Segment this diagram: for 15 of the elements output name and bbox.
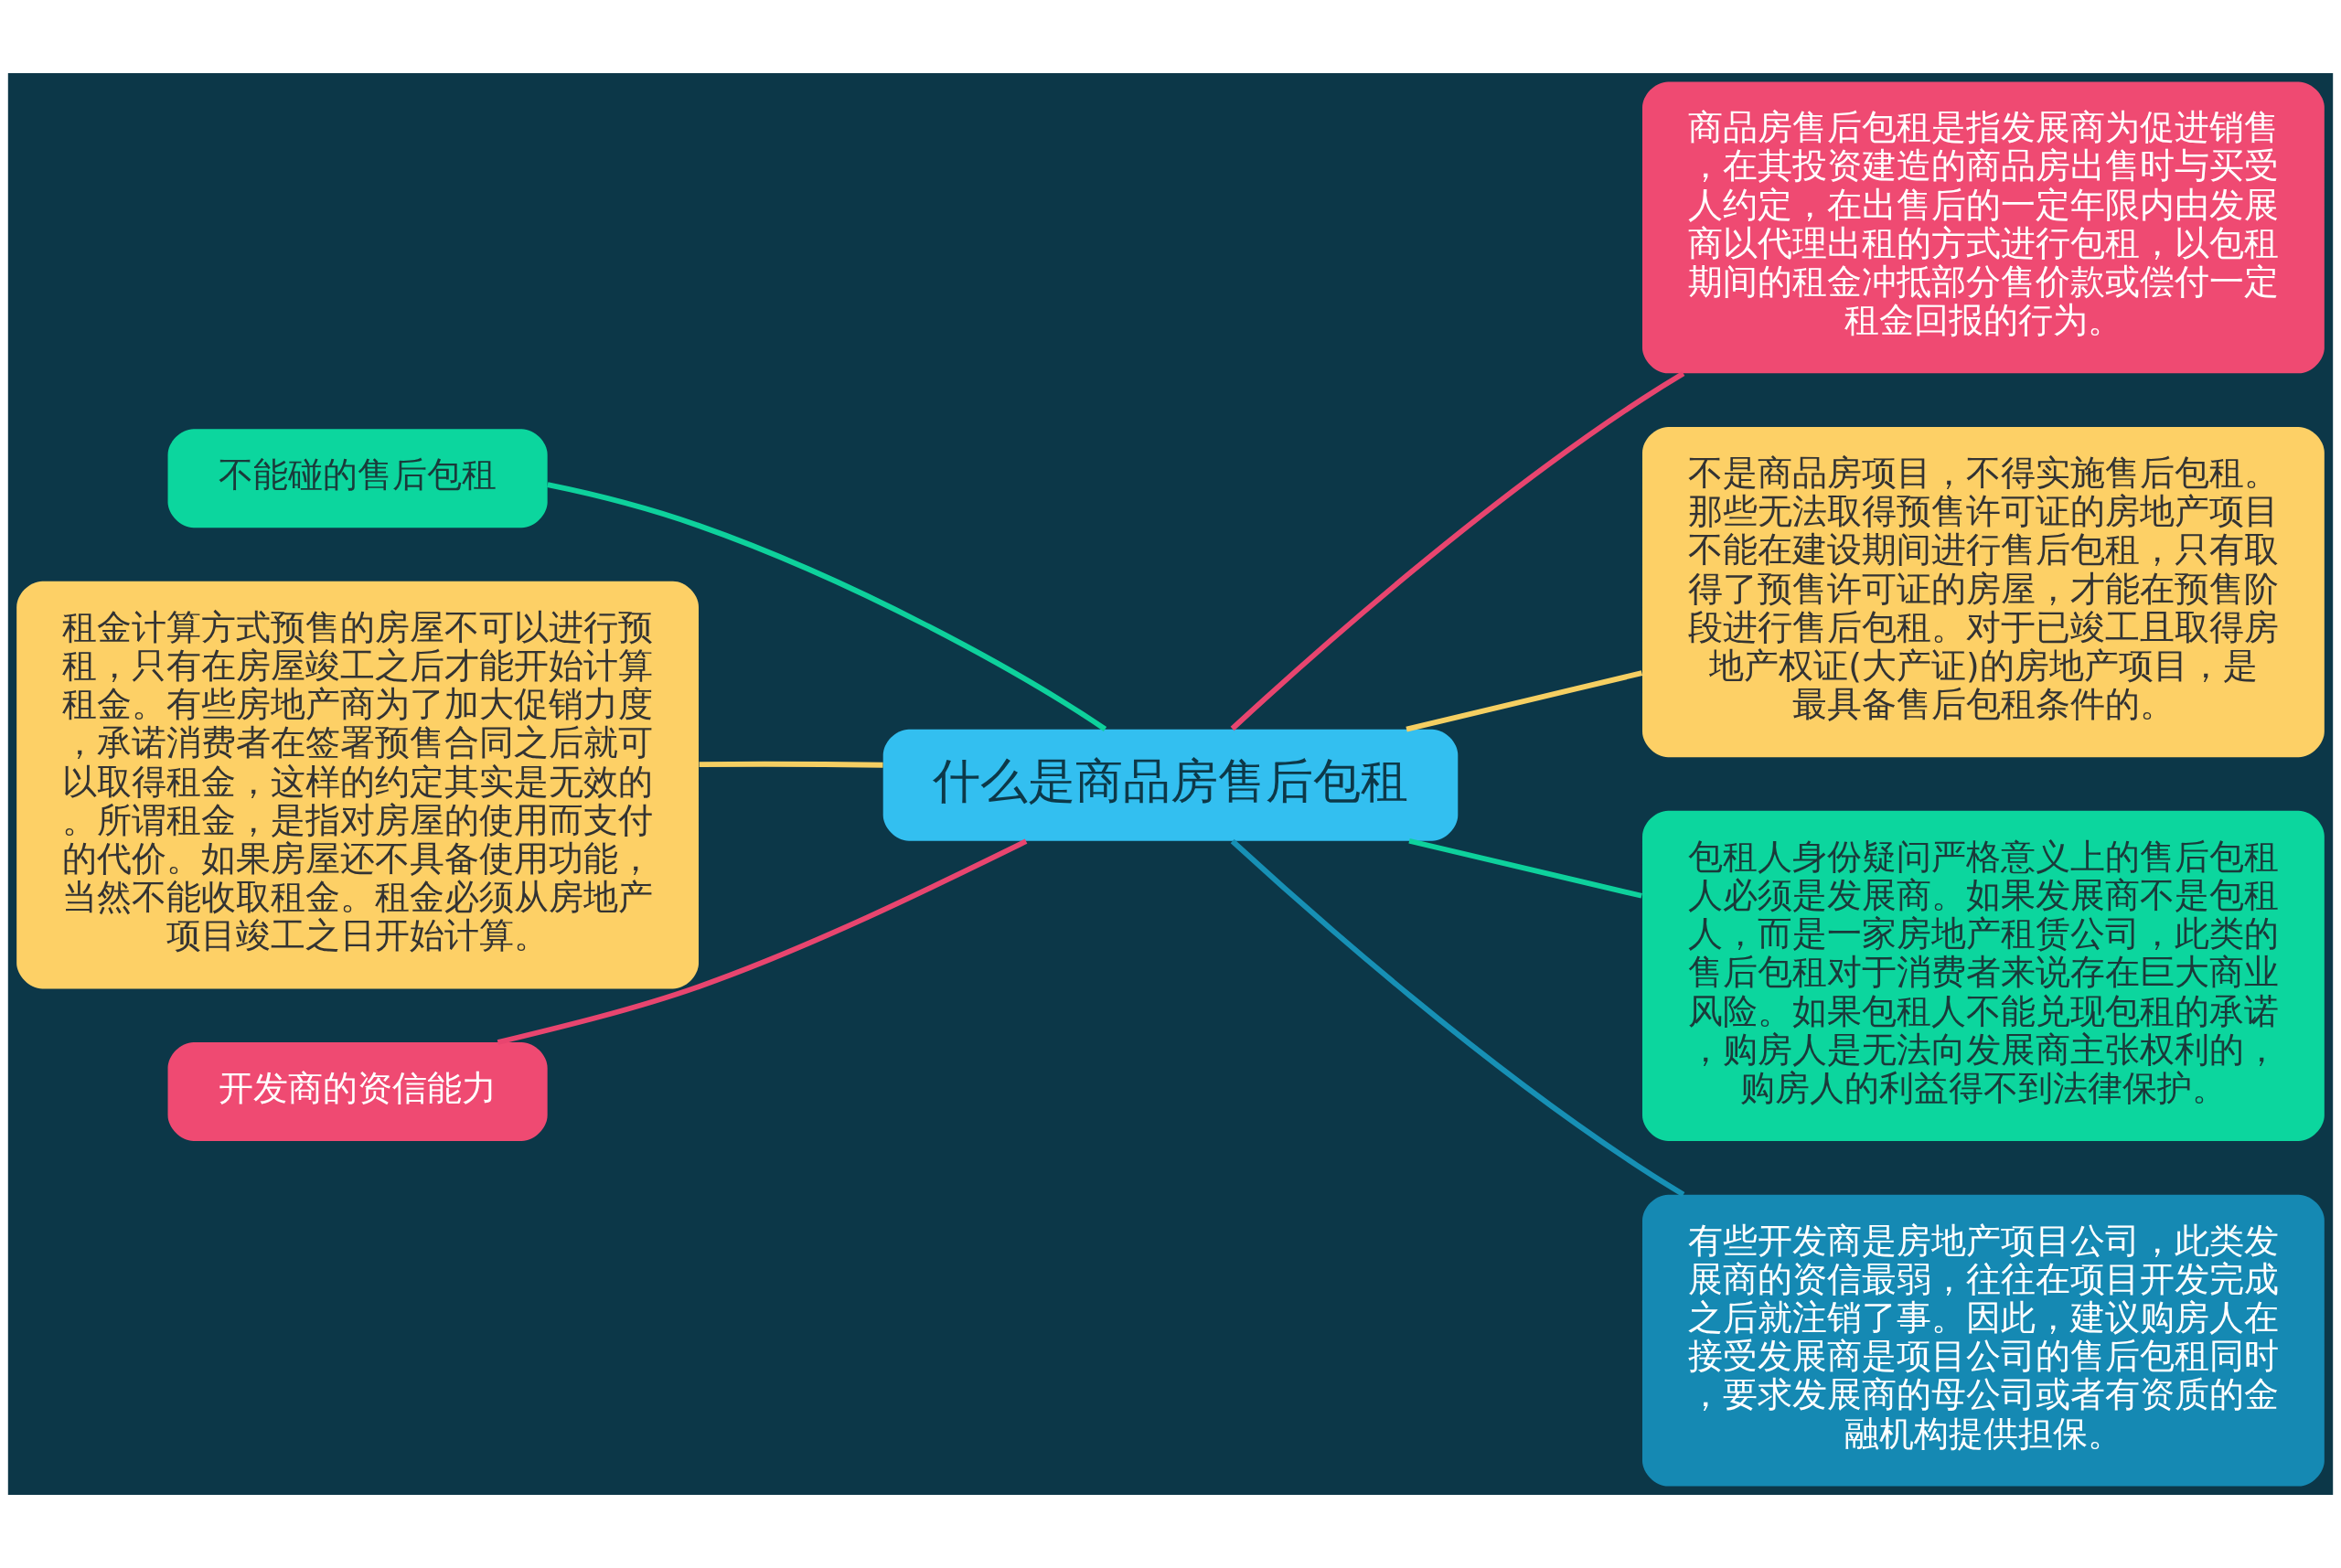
connector xyxy=(547,482,1107,731)
node-box: 租金计算方式预售的房屋不可以进行预租，只有在房屋竣工之后才能开始计算租金。有些房地产商为了加大促销力度，承诺消费者在签署预售合同之后就可以取得租金，这样的约定其实是无效的。所谓租金，是指对房屋的使用而支付的代价。如果房屋还不具备使用功能，当然不能收取租金。租金必须从房地产项目竣工之日开始计算。 xyxy=(16,581,699,989)
node-box: 不是商品房项目，不得实施售后包租。那些无法取得预售许可证的房地产项目不能在建设期间进行售后包租，只有取得了预售许可证的房屋，才能在预售阶段进行售后包租。对于已竣工且取得房地产权证(大产证)的房地产项目，是最具备售后包租条件的。 xyxy=(1642,427,2325,758)
node-box: 什么是商品房售后包租 xyxy=(882,729,1459,841)
node-box: 开发商的资信能力 xyxy=(167,1042,548,1141)
node-box: 商品房售后包租是指发展商为促进销售，在其投资建造的商品房出售时与买受人约定，在出售后的一定年限内由发展商以代理出租的方式进行包租，以包租期间的租金冲抵部分售价款或偿付一定租金回报的行为。 xyxy=(1642,81,2325,374)
connector xyxy=(1230,838,1685,1197)
node-box: 包租人身份疑问严格意义上的售后包租人必须是发展商。如果发展商不是包租人，而是一家房地产租赁公司，此类的售后包租对于消费者来说存在巨大商业风险。如果包租人不能兑现包租的承诺，购房人是无法向发展商主张权利的，购房人的利益得不到法律保护。 xyxy=(1642,810,2325,1141)
connector xyxy=(1408,837,1642,899)
node-box: 有些开发商是房地产项目公司，此类发展商的资信最弱，往往在项目开发完成之后就注销了事。因此，建议购房人在接受发展商是项目公司的售后包租同时，要求发展商的母公司或者有资质的金融机构提供担保。 xyxy=(1642,1194,2325,1487)
connector xyxy=(699,761,883,768)
node-box: 不能碰的售后包租 xyxy=(167,429,548,528)
connector xyxy=(1406,670,1643,732)
connector xyxy=(497,838,1028,1045)
connector xyxy=(1230,371,1685,731)
